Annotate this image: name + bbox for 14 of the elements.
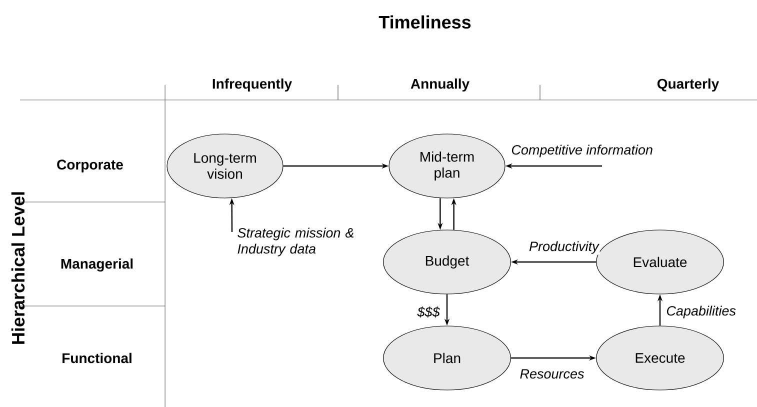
edge-label: Productivity [528,240,600,255]
row-header: Functional [62,352,132,364]
edge-label: Resources [518,368,586,380]
column-header: Quarterly [657,78,720,92]
axis-title: Hierarchical Level [11,192,25,344]
row-header: Managerial [61,258,133,272]
edge-label: Capabilities [665,304,737,320]
column-header: Infrequently [212,78,292,92]
axis-title: Timeliness [378,15,471,29]
edge-label: Competitive information [510,144,654,158]
edge-label: $$$ [416,306,441,318]
row-header: Corporate [57,160,123,172]
column-header: Annually [410,78,470,92]
edge-label: Strategic mission & Industry data [236,226,358,258]
